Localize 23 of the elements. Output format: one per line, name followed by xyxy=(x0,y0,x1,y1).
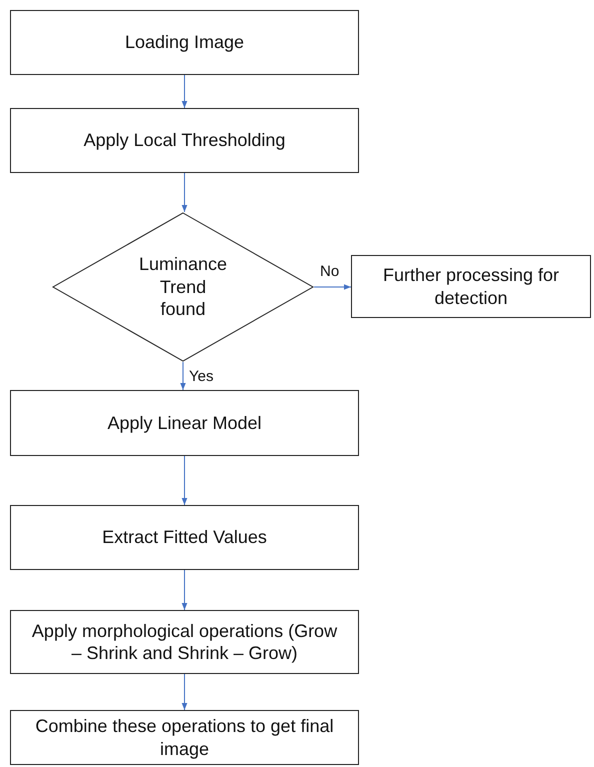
arrow xyxy=(182,172,188,212)
arrow xyxy=(182,674,188,710)
process-box xyxy=(10,610,359,674)
node-text: Apply morphological operations (Grow – Shrink and Shrink – Grow) xyxy=(30,620,338,664)
process-box xyxy=(10,10,359,75)
node-text: Further processing for detection xyxy=(382,264,560,309)
arrow xyxy=(182,456,188,506)
node-text: Extract Fitted Values xyxy=(102,526,267,549)
process-box xyxy=(10,390,359,456)
process-box xyxy=(10,710,359,765)
arrow xyxy=(314,284,352,290)
arrow xyxy=(182,74,188,108)
process-box xyxy=(10,108,359,173)
process-box xyxy=(351,255,591,318)
node-text: Apply Local Thresholding xyxy=(84,129,286,152)
node-text: Loading Image xyxy=(124,31,244,54)
decision-diamond xyxy=(52,212,314,362)
node-text: Apply Linear Model xyxy=(107,412,262,434)
node-text: Combine these operations to get final image xyxy=(34,715,334,760)
node-text: Luminance Trend found xyxy=(138,253,228,321)
arrow xyxy=(180,362,186,390)
process-box xyxy=(10,505,359,570)
arrow xyxy=(182,570,188,610)
